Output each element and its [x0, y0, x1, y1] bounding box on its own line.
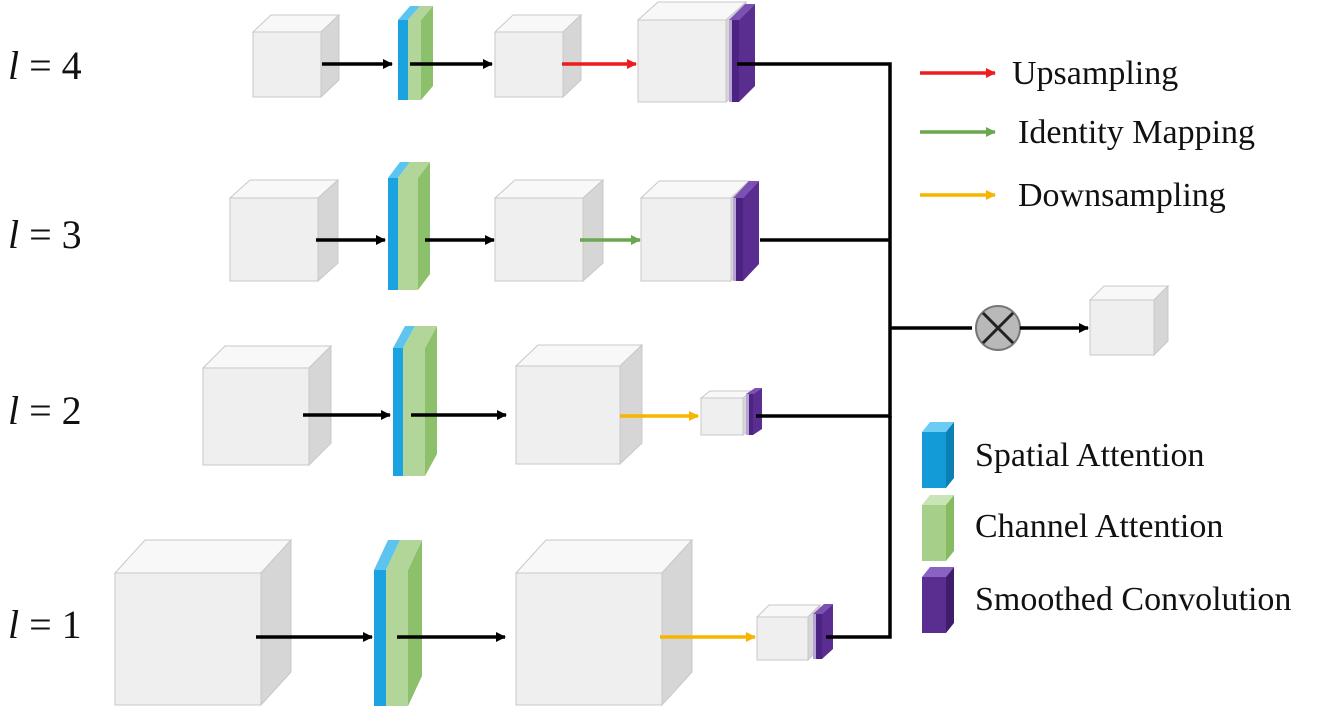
- row4-input-cube: [251, 13, 341, 99]
- level-label-2: l = 2: [8, 388, 82, 433]
- final-output-cube: [1088, 284, 1170, 357]
- legend-upsampling-label: Upsampling: [1012, 55, 1178, 92]
- row4-middle-cube: [493, 13, 583, 99]
- row3-middle-cube: [493, 178, 605, 283]
- legend-identity-mapping-label: Identity Mapping: [1018, 114, 1255, 151]
- row1-output-cube: [755, 603, 822, 662]
- legend-smoothed-convolution-label: Smoothed Convolution: [975, 581, 1291, 618]
- row3-output-cube: [639, 179, 751, 283]
- smoothed-convolution-icon: [922, 567, 954, 633]
- row1-middle-cube: [514, 538, 694, 707]
- row4-smoothed-conv: [729, 4, 755, 102]
- row1-attention-block: [374, 540, 422, 706]
- row2-input-cube: [201, 344, 333, 467]
- level-label-4: l = 4: [8, 43, 82, 88]
- row1-connector: [826, 416, 892, 639]
- row2-middle-cube: [514, 343, 644, 466]
- diagram-shapes: [113, 0, 1170, 707]
- row4-connector: [737, 62, 892, 418]
- legend-channel-attention-label: Channel Attention: [975, 508, 1223, 545]
- level-label-1: l = 1: [8, 602, 82, 647]
- level-label-3: l = 3: [8, 212, 82, 257]
- row2-output-cube: [699, 389, 754, 437]
- row2-attention-block: [393, 326, 437, 476]
- legend-spatial-attention-label: Spatial Attention: [975, 437, 1204, 474]
- row3-attention-block: [388, 162, 430, 290]
- row2-smoothed-conv: [746, 388, 762, 435]
- channel-attention-icon: [922, 495, 954, 561]
- row1-smoothed-conv: [813, 604, 833, 659]
- multiply-icon: [975, 305, 1021, 351]
- row4-attention-block: [398, 6, 433, 100]
- legend-arrows: Upsampling Identity Mapping Downsampling: [920, 55, 1255, 214]
- row1-input-cube: [113, 538, 293, 707]
- row3-input-cube: [228, 178, 340, 283]
- legend-downsampling-label: Downsampling: [1018, 177, 1226, 214]
- spatial-attention-icon: [922, 422, 954, 488]
- row3-smoothed-conv: [733, 181, 759, 281]
